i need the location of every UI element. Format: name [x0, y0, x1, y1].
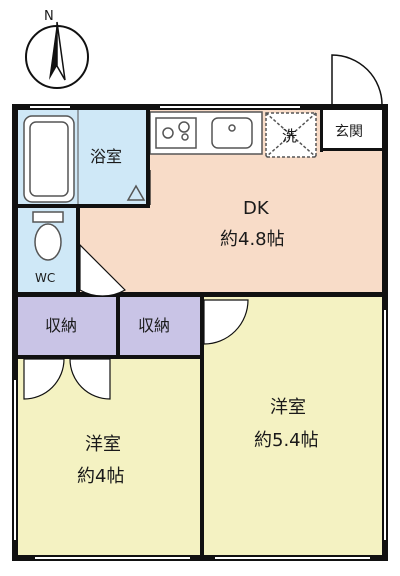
entrance-door-swing — [331, 54, 383, 106]
wall-storage-bottom-left — [18, 355, 116, 359]
wall-storage-divider — [116, 297, 120, 359]
windows — [14, 106, 386, 559]
north-arrow-outline-icon — [56, 21, 66, 81]
dk-size-label: 約4.8帖 — [220, 229, 285, 250]
toilet-tank — [32, 211, 64, 223]
wc-door — [79, 243, 126, 297]
storage-right-label: 収納 — [138, 316, 170, 335]
storage-right — [120, 297, 200, 355]
entrance-label: 玄関 — [335, 123, 363, 140]
fixtures — [23, 110, 317, 261]
stove-burner-icon — [178, 121, 190, 133]
laundry-cross — [265, 112, 317, 158]
western-right-name-label: 洋室 — [270, 397, 306, 418]
compass-north-label: N — [44, 9, 54, 24]
wall-dk-bottom — [18, 292, 384, 297]
western-left-name-label: 洋室 — [85, 434, 121, 455]
sink-drain-icon — [228, 124, 236, 132]
storage-left — [18, 297, 116, 355]
laundry-label: 洗 — [282, 127, 297, 145]
closet-door-right — [69, 358, 111, 400]
western-right-door — [203, 299, 249, 345]
north-arrow-icon — [49, 22, 57, 80]
closet-door-left — [23, 358, 65, 400]
bathtub-inner — [29, 121, 69, 197]
stove-frame — [155, 117, 197, 149]
entrance-door — [331, 54, 383, 106]
wc-label: WC — [35, 271, 55, 285]
wall-western-divider — [200, 297, 204, 555]
wall-entrance-bottom — [320, 148, 384, 151]
bath-label: 浴室 — [90, 147, 122, 166]
wall-entrance — [320, 110, 323, 152]
wall-wc-right — [76, 208, 80, 294]
sink-icon — [211, 117, 253, 149]
wall-bath-right — [146, 110, 150, 208]
toilet-icon — [34, 223, 62, 261]
entrance-area — [322, 110, 384, 150]
laundry-cross — [265, 112, 317, 158]
kitchen-counter — [149, 111, 263, 155]
western-right-size-label: 約5.4帖 — [254, 430, 319, 451]
window-frames — [35, 105, 370, 560]
storage-left-label: 収納 — [45, 316, 77, 335]
western-left-size-label: 約4帖 — [77, 466, 124, 487]
western-room-right — [204, 297, 384, 555]
room-labels: 浴室 DK 約4.8帖 WC 洗 玄関 収納 収納 洋室 約4帖 洋室 約5.4… — [35, 123, 363, 487]
wall-bottom — [12, 555, 388, 561]
stove-burner-icon — [181, 133, 189, 141]
wall-bath-bottom — [18, 204, 150, 208]
wall-left — [12, 104, 18, 560]
bath-drain-icon — [126, 184, 146, 201]
bathtub — [23, 115, 75, 203]
wall-storage-bottom-right — [120, 355, 204, 359]
doors — [23, 170, 249, 400]
stove-burner-icon — [162, 127, 174, 139]
dk-name-label: DK — [243, 198, 270, 219]
compass: N — [25, 9, 89, 89]
